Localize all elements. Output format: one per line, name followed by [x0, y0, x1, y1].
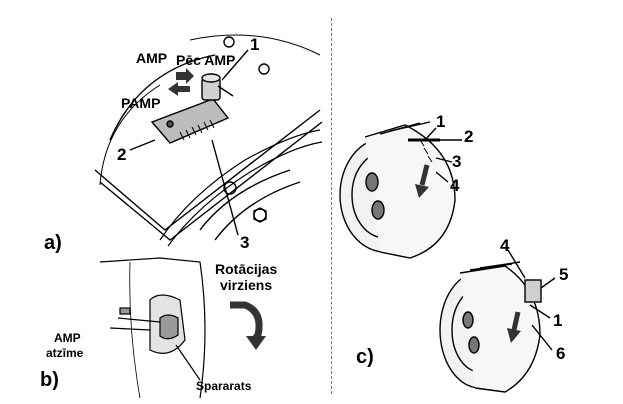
flywheel-label: Spararats: [196, 379, 252, 393]
rotation-direction-line2: virziens: [220, 277, 273, 293]
c-lower-number-5: 5: [559, 265, 569, 284]
c-lower-number-1: 1: [553, 311, 563, 330]
c-lower-number-6: 6: [556, 344, 566, 363]
c-upper-number-3: 3: [452, 152, 462, 171]
pec-amp-callout: Pēc AMP: [176, 52, 236, 68]
panel-c-label: c): [356, 346, 374, 368]
panel-c-upper-pulley: [339, 121, 462, 259]
panel-a-label: a): [44, 232, 62, 254]
callout-number-1: 1: [250, 35, 260, 54]
amp-mark-line1: AMP: [54, 331, 81, 345]
c-upper-number-4: 4: [450, 176, 460, 195]
pamp-callout: PAMP: [121, 95, 161, 111]
panel-b-drawing: [99, 257, 266, 399]
c-upper-number-2: 2: [464, 127, 474, 146]
panel-divider: [331, 18, 332, 394]
callout-number-3: 3: [240, 233, 250, 252]
amp-callout: AMP: [136, 50, 168, 66]
c-upper-number-1: 1: [436, 112, 446, 131]
panel-c-lower-pulley: [439, 249, 556, 393]
callout-number-2: 2: [117, 145, 127, 164]
amp-mark-line2: atzīme: [46, 346, 84, 360]
c-lower-number-4: 4: [500, 236, 510, 255]
rotation-direction-line1: Rotācijas: [215, 261, 278, 277]
panel-b-label: b): [40, 369, 59, 391]
panel-a-drawing: [94, 34, 323, 247]
